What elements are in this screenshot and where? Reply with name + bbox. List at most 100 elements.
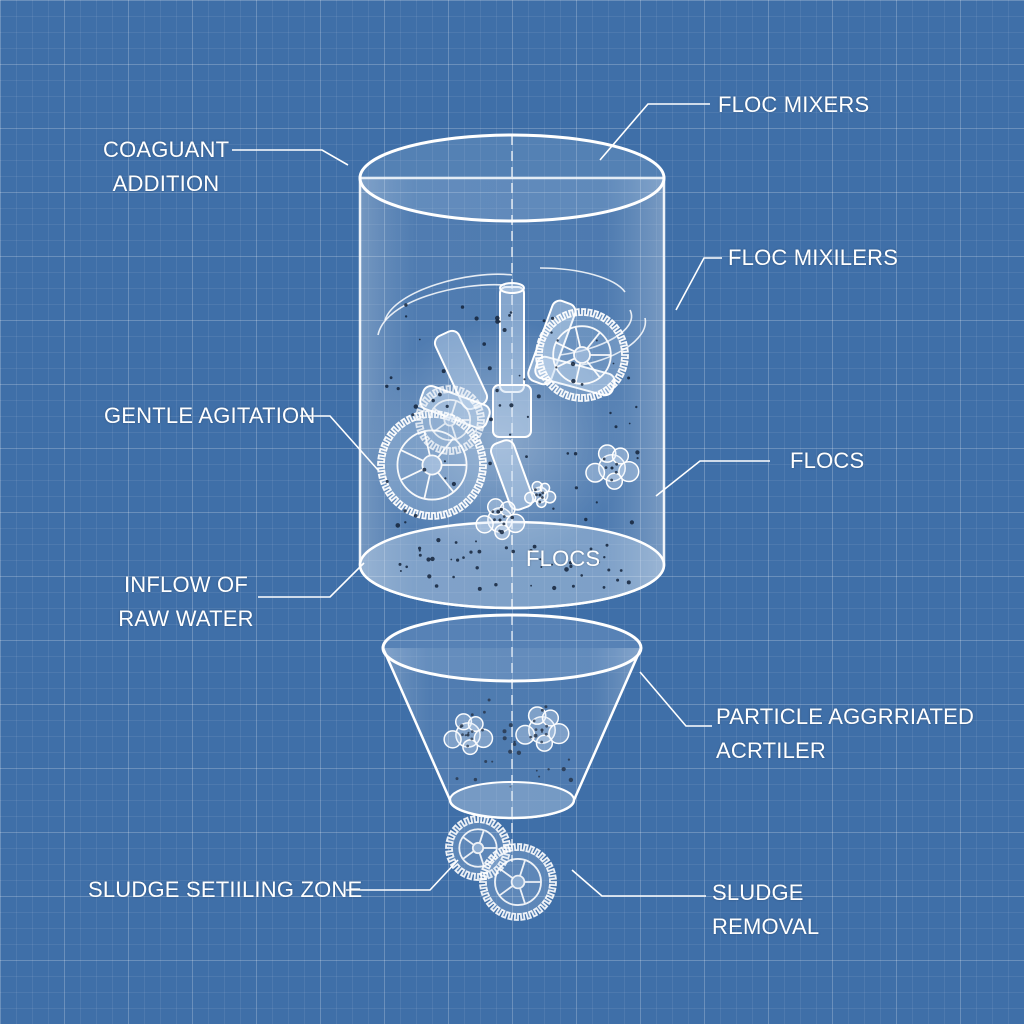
particle-icon: [411, 413, 415, 417]
sludge-removal-line1: SLUDGE: [712, 880, 804, 905]
particle-icon: [499, 530, 504, 535]
particle-icon: [395, 523, 401, 528]
gear-group: [377, 308, 629, 921]
particle-icon: [434, 584, 439, 588]
flocs-right-label: FLOCS: [790, 448, 865, 473]
particle-icon: [536, 394, 541, 399]
particle-icon: [427, 574, 432, 579]
particle-icon: [571, 378, 576, 384]
particle-icon: [496, 509, 501, 514]
particle-icon: [636, 457, 639, 460]
particle-icon: [418, 338, 421, 341]
leader-lines: [232, 103, 770, 897]
particle-icon: [511, 549, 515, 554]
particle-icon: [532, 544, 537, 549]
particle-icon: [628, 422, 631, 425]
particle-icon: [477, 549, 482, 554]
sludge-removal-label: SLUDGE REMOVAL: [712, 876, 819, 944]
particle-icon: [508, 314, 511, 317]
leader-particle: [639, 671, 712, 727]
particle-icon: [568, 561, 573, 565]
particle-icon: [487, 366, 492, 371]
coagulant-addition-label: COAGUANT ADDITION: [103, 133, 229, 201]
particle-icon: [530, 584, 532, 587]
particle-icon: [555, 366, 558, 369]
particle-icon: [602, 586, 606, 589]
particle-icon: [474, 316, 479, 321]
particle-icon: [422, 467, 427, 472]
particle-icon: [626, 580, 631, 585]
gear-icon: [479, 843, 557, 921]
particle-icon: [385, 480, 389, 483]
particle-icon: [418, 549, 421, 552]
floc-cluster-icon: [585, 444, 640, 490]
particle-icon: [580, 574, 583, 577]
particle-icon: [595, 339, 598, 342]
particle-icon: [475, 540, 477, 543]
particle-icon: [607, 568, 611, 572]
leader-floc-mixers: [599, 103, 710, 161]
particle-icon: [529, 549, 533, 553]
particle-icon: [488, 461, 492, 466]
particle-icon: [499, 507, 503, 512]
particle-icon: [398, 562, 402, 566]
gentle-agitation-label: GENTLE AGITATION: [104, 403, 316, 428]
particle-icon: [551, 563, 553, 566]
particle-icon: [526, 415, 530, 418]
particle-icon: [616, 578, 620, 582]
agitation-swirl-icon: [377, 267, 647, 367]
particle-icon: [635, 450, 640, 455]
particle-icon: [570, 361, 576, 367]
particle-line1: PARTICLE AGGRRIATED: [716, 704, 975, 729]
inflow-raw-water-label: INFLOW OF RAW WATER: [118, 568, 254, 636]
particle-icon: [396, 387, 400, 391]
settling-cone: [381, 613, 643, 820]
leader-inflow: [258, 562, 365, 598]
particle-icon: [444, 477, 447, 480]
leader-floc-mixilers: [675, 257, 722, 311]
particle-icon: [462, 556, 465, 559]
particle-icon: [445, 404, 449, 408]
sludge-removal-line2: REMOVAL: [712, 914, 820, 939]
leader-gentle-agitation: [300, 415, 379, 471]
particle-icon: [584, 517, 588, 522]
floc-cluster-icon: [524, 480, 557, 509]
particle-icon: [574, 486, 579, 490]
particle-icon: [509, 403, 514, 408]
particle-icon: [438, 392, 442, 397]
particle-icon: [619, 569, 623, 572]
particle-icon: [603, 556, 606, 559]
particle-icon: [518, 374, 521, 377]
particle-icon: [495, 319, 500, 324]
particle-icon: [385, 384, 389, 388]
particle-icon: [443, 460, 446, 463]
particle-icon: [475, 566, 479, 570]
particle-icon: [498, 404, 502, 407]
particle-icon: [540, 566, 543, 568]
particle-aggregated-label: PARTICLE AGGRRIATED ACRTILER: [716, 700, 974, 768]
particle-icon: [552, 507, 555, 510]
particle-icon: [489, 417, 493, 422]
particle-icon: [469, 550, 473, 554]
particle-icon: [404, 315, 408, 318]
particle-icon: [404, 303, 408, 307]
leader-sludge-removal: [571, 869, 706, 897]
particle-icon: [418, 546, 422, 550]
flocs-center-label: FLOCS: [526, 546, 601, 571]
particle-icon: [509, 433, 512, 436]
particle-line2: ACRTILER: [716, 738, 826, 763]
particle-icon: [566, 452, 570, 455]
particle-icon: [495, 388, 499, 393]
particle-icon: [589, 547, 593, 551]
particle-icon: [635, 405, 638, 409]
particle-icon: [614, 425, 618, 429]
floc-mixilers-label: FLOC MIXILERS: [728, 245, 899, 270]
particle-icon: [404, 521, 407, 524]
particle-icon: [556, 339, 559, 342]
particle-icon: [580, 383, 584, 386]
particle-icon: [551, 316, 555, 320]
leader-flocs-right: [655, 460, 770, 497]
particle-icon: [571, 584, 575, 588]
particle-icon: [612, 362, 615, 365]
